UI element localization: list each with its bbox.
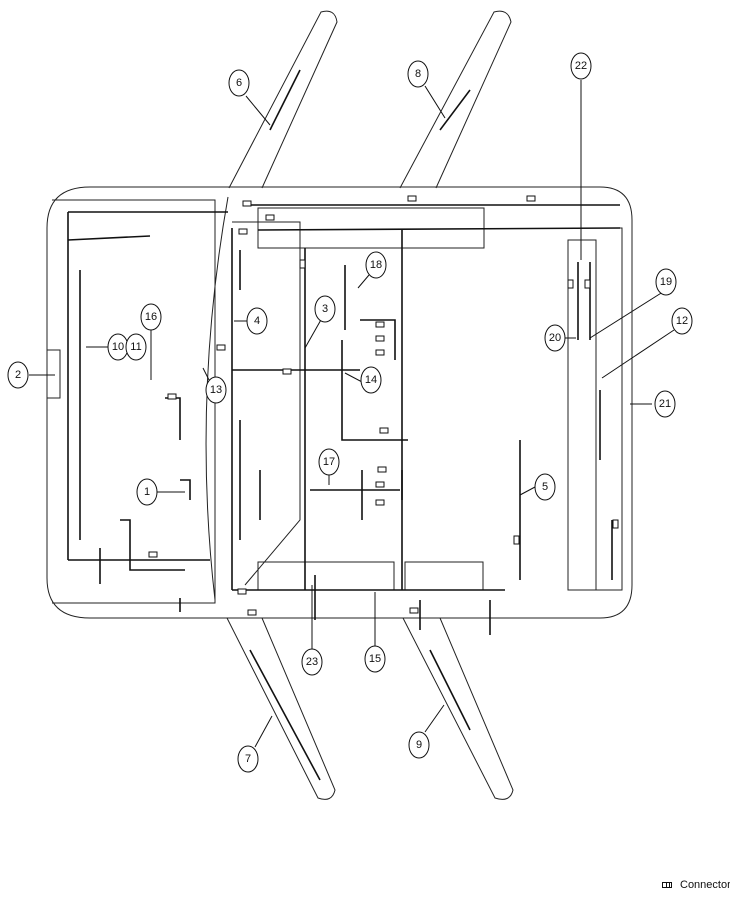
callout-8 — [407, 60, 429, 88]
callout-label-17: 17 — [323, 456, 335, 468]
legend: Connector — [662, 877, 730, 893]
callout-17 — [318, 448, 340, 476]
callout-18 — [365, 251, 387, 279]
right-inner — [567, 239, 597, 591]
callout-label-8: 8 — [415, 68, 421, 80]
callout-label-12: 12 — [676, 315, 688, 327]
callout-label-16: 16 — [145, 311, 157, 323]
callout-label-2: 2 — [15, 369, 21, 381]
door-rear-right — [402, 617, 514, 800]
callout-label-23: 23 — [306, 656, 318, 668]
callout-7 — [237, 745, 259, 773]
callout-label-14: 14 — [365, 374, 377, 386]
callout-11 — [125, 333, 147, 361]
callout-19 — [655, 268, 677, 296]
dash-curve — [205, 196, 229, 601]
door-front-right — [399, 10, 512, 189]
callout-5 — [534, 473, 556, 501]
callout-label-10: 10 — [112, 341, 124, 353]
bottom-tray-left — [257, 561, 395, 591]
callout-label-1: 1 — [144, 486, 150, 498]
center-console — [232, 221, 301, 586]
center-tray — [257, 207, 485, 249]
left-inner-panel — [52, 199, 216, 604]
callout-9 — [408, 731, 430, 759]
callout-label-18: 18 — [370, 259, 382, 271]
callout-label-15: 15 — [369, 653, 381, 665]
callout-16 — [140, 303, 162, 331]
callout-15 — [364, 645, 386, 673]
connector-icon — [662, 882, 672, 888]
callout-12 — [671, 307, 693, 335]
callout-4 — [246, 307, 268, 335]
callout-label-13: 13 — [210, 384, 222, 396]
callout-23 — [301, 648, 323, 676]
callout-label-22: 22 — [575, 60, 587, 72]
callout-3 — [314, 295, 336, 323]
callout-label-20: 20 — [549, 332, 561, 344]
callout-label-7: 7 — [245, 753, 251, 765]
callout-2 — [7, 361, 29, 389]
callout-label-6: 6 — [236, 77, 242, 89]
callout-1 — [136, 478, 158, 506]
callout-6 — [228, 69, 250, 97]
legend-connector-label: Connector — [680, 879, 730, 891]
callout-22 — [570, 52, 592, 80]
side-connector-left — [47, 349, 61, 399]
callout-label-21: 21 — [659, 398, 671, 410]
vehicle-body-outline — [46, 186, 633, 619]
door-rear-left — [226, 617, 336, 800]
callout-20 — [544, 324, 566, 352]
callout-label-5: 5 — [542, 481, 548, 493]
bottom-tray-right — [404, 561, 484, 591]
callout-label-4: 4 — [254, 315, 260, 327]
callout-14 — [360, 366, 382, 394]
callout-label-11: 11 — [130, 341, 141, 353]
callout-13 — [205, 376, 227, 404]
callout-label-19: 19 — [660, 276, 672, 288]
door-front-left — [228, 10, 338, 189]
callout-label-3: 3 — [322, 303, 328, 315]
callout-label-9: 9 — [416, 739, 422, 751]
callout-21 — [654, 390, 676, 418]
